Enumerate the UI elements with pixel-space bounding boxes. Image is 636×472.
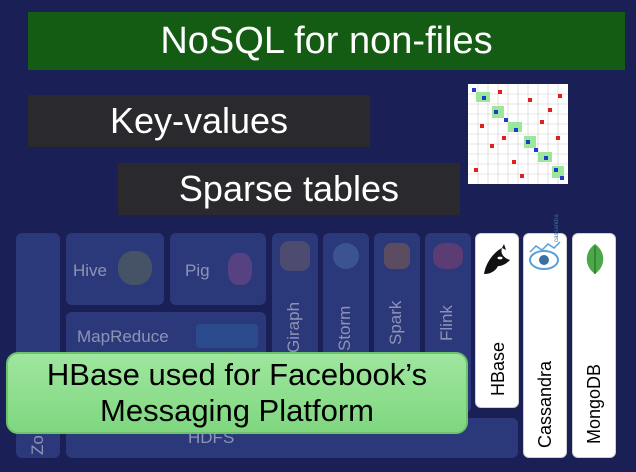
spark-label: Spark (386, 300, 405, 345)
sparse-matrix-image (468, 84, 568, 184)
callout-line-2: Messaging Platform (100, 393, 374, 428)
storm-label: Storm (335, 305, 354, 351)
spark-logo-icon (384, 243, 410, 269)
pig-logo-icon (228, 253, 252, 285)
giraph-label: Giraph (284, 301, 303, 353)
title-text: NoSQL for non-files (160, 19, 493, 62)
callout-box: HBase used for Facebook’s Messaging Plat… (6, 352, 468, 434)
sparse-tables-label: Sparse tables (178, 168, 400, 209)
mongodb-tile: MongoDB (572, 233, 616, 458)
hbase-label: HBase (488, 341, 508, 396)
cassandra-tile: cassandra Cassandra (523, 214, 567, 458)
storm-logo-icon (333, 243, 359, 269)
giraph-logo-icon (280, 241, 310, 271)
hbase-tile: HBase (475, 233, 519, 408)
hive-label: Hive (73, 261, 108, 280)
cassandra-label: Cassandra (535, 360, 555, 448)
cassandra-eye-icon (529, 241, 561, 270)
mapreduce-label: MapReduce (77, 327, 169, 346)
key-values-label: Key-values (109, 100, 289, 141)
pig-label: Pig (185, 261, 210, 280)
title-banner: NoSQL for non-files (28, 12, 625, 70)
zookeeper-label: Zo (28, 435, 47, 455)
flink-label: Flink (437, 305, 456, 341)
orca-icon (484, 244, 510, 274)
sparse-tables-box: Sparse tables (118, 163, 460, 215)
mongodb-label: MongoDB (584, 363, 604, 444)
mapreduce-logo-icon (196, 324, 258, 348)
pig-tile: Pig (170, 233, 266, 305)
cassandra-logo-text: cassandra (554, 214, 560, 242)
flink-logo-icon (433, 243, 463, 269)
hive-logo-icon (118, 251, 152, 285)
callout-line-1: HBase used for Facebook’s (46, 357, 428, 392)
hive-tile: Hive (66, 233, 164, 305)
mongodb-leaf-icon (586, 244, 604, 274)
key-values-box: Key-values (28, 95, 370, 147)
